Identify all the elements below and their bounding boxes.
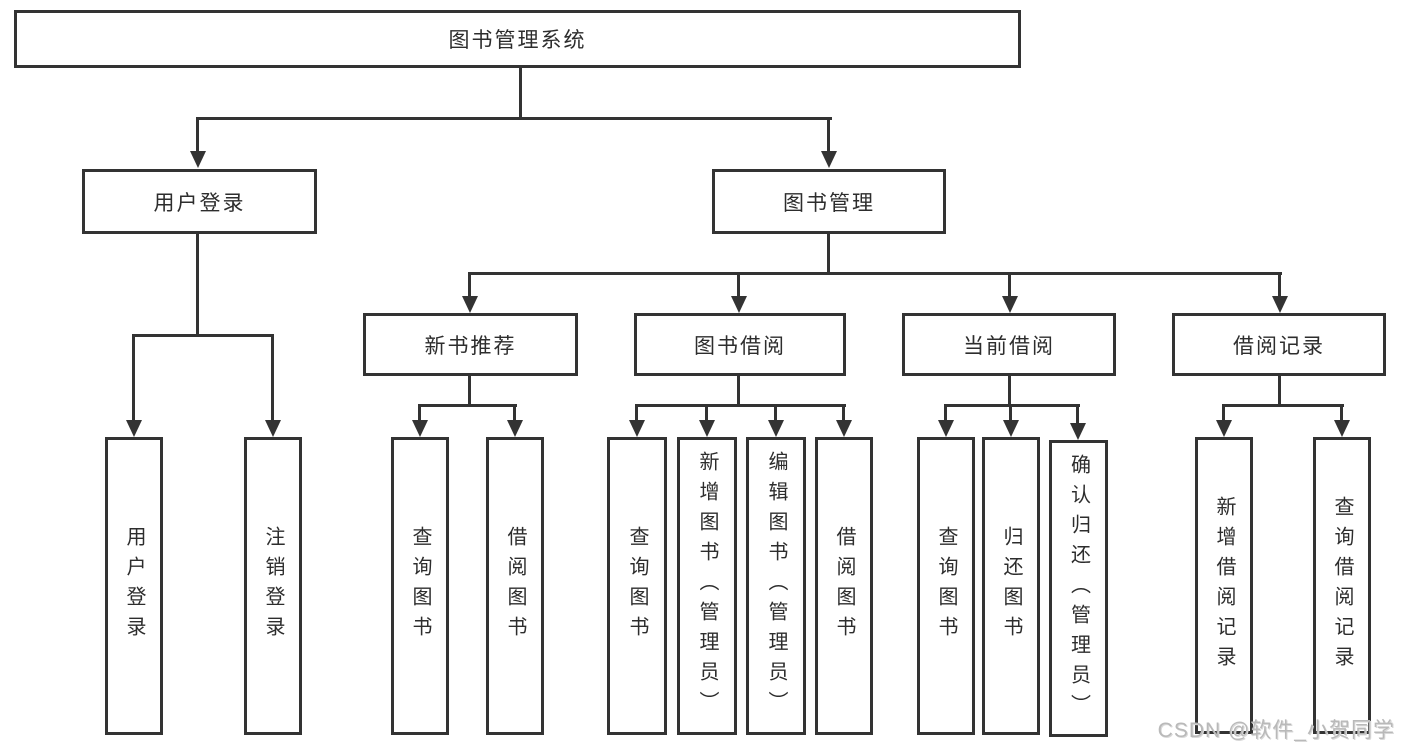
leaf-records-add-record: 新增借阅记录 <box>1195 437 1253 734</box>
leaf-current-query-books-label: 查询图书 <box>935 526 957 646</box>
connector-arrow-down-icon <box>1009 405 1012 420</box>
leaf-borrowing-edit-books-admin: 编辑图书（管理员） <box>746 437 806 735</box>
connector-arrow-down-icon <box>468 273 471 296</box>
connector-arrow-down-icon <box>132 335 135 420</box>
node-new-book-recommend: 新书推荐 <box>363 313 578 376</box>
node-root-label: 图书管理系统 <box>448 29 587 52</box>
connector-line <box>519 66 522 120</box>
watermark: CSDN @软件_小贺同学 <box>1157 719 1395 742</box>
leaf-records-query-record-label: 查询借阅记录 <box>1331 495 1353 676</box>
leaf-current-query-books: 查询图书 <box>917 437 975 735</box>
leaf-borrowing-borrow-books: 借阅图书 <box>815 437 873 735</box>
connector-line <box>196 233 199 337</box>
leaf-current-confirm-return-admin: 确认归还（管理员） <box>1049 440 1108 737</box>
leaf-borrowing-add-books-admin-label: 新增图书（管理员） <box>696 451 718 721</box>
leaf-borrowing-borrow-books-label: 借阅图书 <box>833 526 855 646</box>
node-new-book-recommend-label: 新书推荐 <box>424 334 517 358</box>
leaf-borrowing-query-books: 查询图书 <box>607 437 667 735</box>
connector-line <box>737 376 740 407</box>
connector-arrow-down-icon <box>635 405 638 420</box>
leaf-user-login-label: 用户登录 <box>123 526 145 646</box>
connector-arrow-down-icon <box>737 273 740 296</box>
leaf-recommend-query-books-label: 查询图书 <box>409 526 431 646</box>
connector-arrow-down-icon <box>944 405 947 420</box>
connector-arrow-down-icon <box>705 405 708 420</box>
leaf-borrowing-add-books-admin: 新增图书（管理员） <box>677 437 737 735</box>
connector-arrow-down-icon <box>271 335 274 420</box>
connector-line <box>1222 404 1344 407</box>
leaf-recommend-query-books: 查询图书 <box>391 437 449 735</box>
node-borrowing-records: 借阅记录 <box>1172 313 1386 376</box>
connector-line <box>944 404 1080 407</box>
leaf-records-add-record-label: 新增借阅记录 <box>1213 495 1235 676</box>
connector-line <box>418 404 517 407</box>
leaf-recommend-borrow-books-label: 借阅图书 <box>504 526 526 646</box>
connector-arrow-down-icon <box>1340 405 1343 420</box>
leaf-current-confirm-return-admin-label: 确认归还（管理员） <box>1067 453 1090 724</box>
node-current-borrowing-label: 当前借阅 <box>963 334 1055 358</box>
connector-line <box>1278 376 1281 407</box>
leaf-recommend-borrow-books: 借阅图书 <box>486 437 544 735</box>
node-root: 图书管理系统 <box>14 10 1021 68</box>
leaf-logout: 注销登录 <box>244 437 302 735</box>
connector-arrow-down-icon <box>1278 273 1281 296</box>
leaf-records-query-record: 查询借阅记录 <box>1313 437 1371 734</box>
connector-arrow-down-icon <box>842 405 845 420</box>
node-book-borrowing-label: 图书借阅 <box>694 334 786 358</box>
connector-arrow-down-icon <box>774 405 777 420</box>
connector-arrow-down-icon <box>196 118 199 151</box>
node-book-management-label: 图书管理 <box>783 191 875 215</box>
leaf-current-return-books-label: 归还图书 <box>1000 526 1022 646</box>
connector-arrow-down-icon <box>513 405 516 420</box>
node-book-management: 图书管理 <box>712 169 946 234</box>
node-book-borrowing: 图书借阅 <box>634 313 846 376</box>
node-user-login: 用户登录 <box>82 169 317 234</box>
connector-line <box>468 376 471 407</box>
connector-line <box>827 233 830 275</box>
connector-arrow-down-icon <box>827 118 830 151</box>
leaf-user-login: 用户登录 <box>105 437 163 735</box>
connector-line <box>132 334 274 337</box>
leaf-borrowing-edit-books-admin-label: 编辑图书（管理员） <box>765 451 787 721</box>
connector-line <box>1008 376 1011 407</box>
node-user-login-label: 用户登录 <box>153 191 246 215</box>
connector-line <box>635 404 846 407</box>
connector-arrow-down-icon <box>1076 405 1079 423</box>
leaf-logout-label: 注销登录 <box>262 526 284 646</box>
connector-line <box>196 117 832 120</box>
node-current-borrowing: 当前借阅 <box>902 313 1116 376</box>
connector-arrow-down-icon <box>1222 405 1225 420</box>
node-borrowing-records-label: 借阅记录 <box>1233 334 1325 358</box>
connector-line <box>468 272 1282 275</box>
leaf-current-return-books: 归还图书 <box>982 437 1040 735</box>
connector-arrow-down-icon <box>418 405 421 420</box>
leaf-borrowing-query-books-label: 查询图书 <box>626 526 648 646</box>
connector-arrow-down-icon <box>1008 273 1011 296</box>
